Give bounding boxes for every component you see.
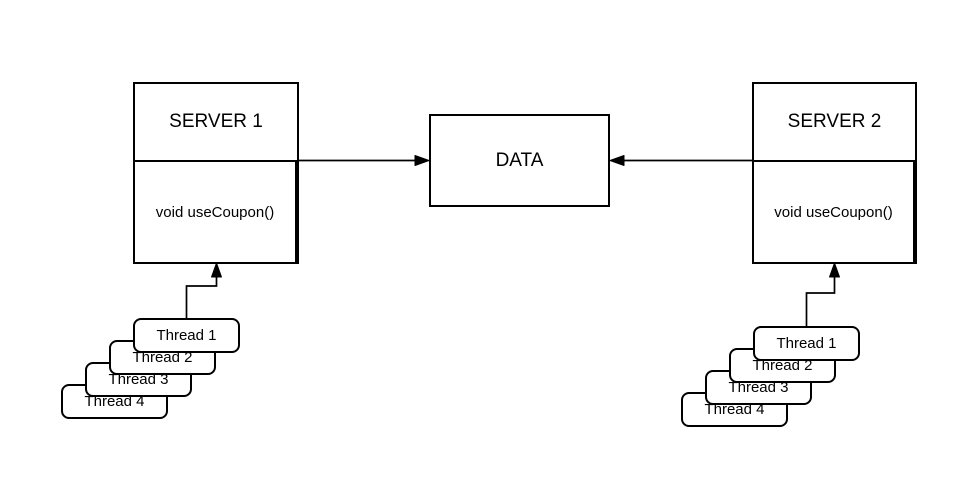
- threads-right-to-server2-edge: [805, 276, 836, 326]
- server2-to-data-arrowhead: [609, 155, 625, 166]
- server1-method-cell: void useCoupon(): [135, 162, 297, 262]
- server2-title: SERVER 2: [754, 84, 915, 162]
- server1-title: SERVER 1: [135, 84, 297, 162]
- data-label: DATA: [495, 149, 544, 171]
- server2-method-cell: void useCoupon(): [754, 162, 915, 262]
- server1-to-data-arrowhead: [414, 155, 430, 166]
- server1-box: SERVER 1 void useCoupon(): [133, 82, 299, 264]
- data-box: DATA: [429, 114, 610, 207]
- threads-left-to-server1-edge: [185, 276, 218, 318]
- server2-method-label: void useCoupon(): [774, 203, 893, 221]
- thread-left-1: Thread 1: [133, 318, 240, 353]
- threads-left-to-server1-arrowhead: [211, 262, 222, 278]
- server2-box: SERVER 2 void useCoupon(): [752, 82, 917, 264]
- server1-method-label: void useCoupon(): [155, 203, 275, 221]
- thread-right-1: Thread 1: [753, 326, 860, 361]
- threads-right-to-server2-arrowhead: [829, 262, 840, 278]
